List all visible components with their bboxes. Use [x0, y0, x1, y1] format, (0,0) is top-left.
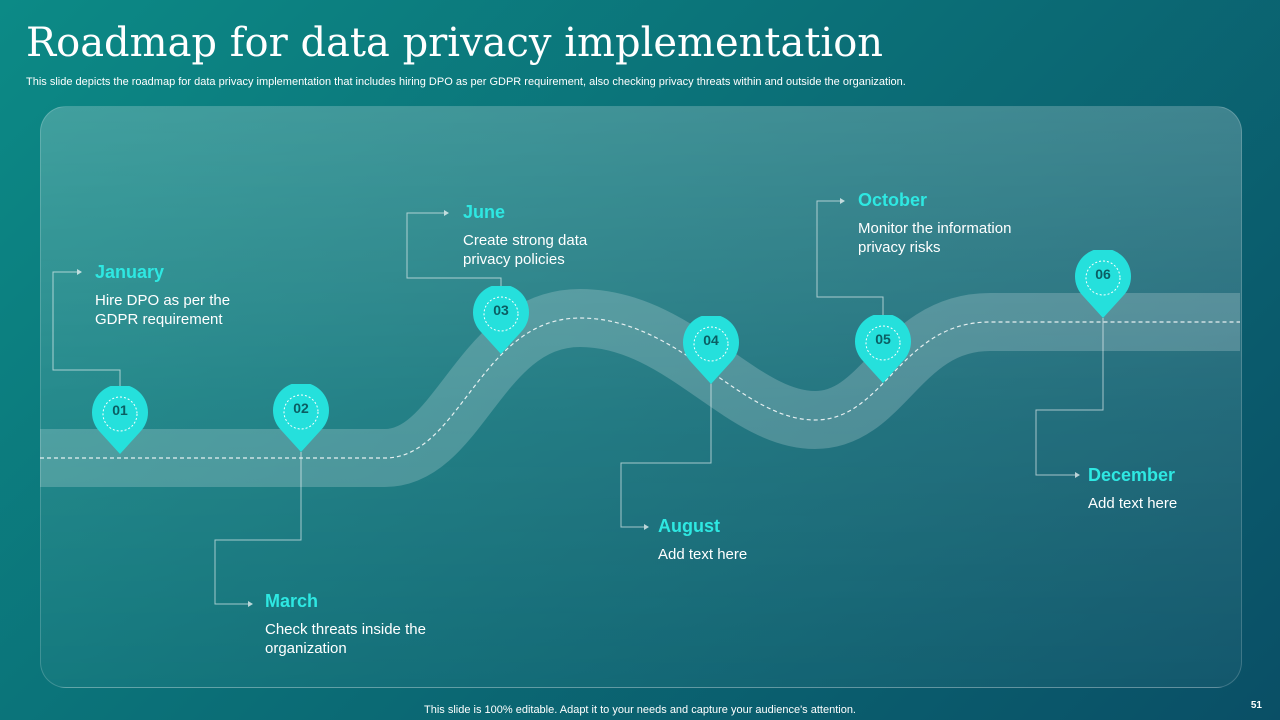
milestone-marker-02: 02 — [273, 384, 329, 454]
milestone-description: Check threats inside the organization — [265, 621, 426, 657]
roadmap-panel — [40, 106, 1242, 688]
connector-03 — [406, 212, 502, 298]
milestone-description: Hire DPO as per the GDPR requirement — [95, 292, 231, 328]
connector-05 — [816, 200, 884, 318]
road-center-line — [40, 317, 1240, 459]
milestone-description: Create strong data privacy policies — [463, 232, 588, 268]
milestone-number: 06 — [1095, 266, 1111, 282]
milestone-label-october: October Monitor the information privacy … — [858, 190, 1043, 257]
map-pin-icon — [1075, 250, 1131, 318]
milestone-month: August — [658, 516, 720, 536]
page-subtitle: This slide depicts the roadmap for data … — [26, 76, 906, 88]
milestone-month: January — [95, 262, 165, 282]
connector-arrow-06 — [1075, 472, 1080, 478]
milestone-number: 01 — [112, 402, 128, 418]
milestone-marker-05: 05 — [855, 315, 911, 385]
map-pin-icon — [473, 286, 529, 354]
milestone-marker-06: 06 — [1075, 250, 1131, 320]
connector-01 — [52, 271, 121, 388]
connector-arrow-01 — [77, 269, 82, 275]
milestone-label-june: June Create strong data privacy policies — [463, 202, 623, 269]
milestone-description: Monitor the information privacy risks — [858, 220, 1012, 256]
milestone-month: March — [265, 591, 319, 611]
road-band — [40, 288, 1240, 487]
map-pin-icon — [273, 384, 329, 452]
page-title: Roadmap for data privacy implementation — [26, 20, 884, 66]
milestone-marker-03: 03 — [473, 286, 529, 356]
connector-arrow-05 — [840, 198, 845, 204]
milestone-number: 03 — [493, 302, 509, 318]
milestone-marker-04: 04 — [683, 316, 739, 386]
milestone-description: Add text here — [658, 546, 748, 563]
page-number: 51 — [1250, 700, 1262, 711]
connector-04 — [620, 380, 712, 528]
milestone-number: 05 — [875, 331, 891, 347]
connector-06 — [1035, 318, 1104, 476]
milestone-number: 02 — [293, 400, 309, 416]
connector-02 — [214, 452, 302, 605]
map-pin-icon — [855, 315, 911, 383]
milestone-label-january: January Hire DPO as per the GDPR require… — [95, 262, 265, 329]
milestone-label-december: December Add text here — [1088, 465, 1228, 513]
milestone-month: October — [858, 190, 928, 210]
map-pin-icon — [683, 316, 739, 384]
milestone-month: December — [1088, 465, 1176, 485]
milestone-marker-01: 01 — [92, 386, 148, 456]
connector-arrow-03 — [444, 210, 449, 216]
milestone-number: 04 — [703, 332, 719, 348]
milestone-label-august: August Add text here — [658, 516, 828, 564]
connector-arrow-04 — [644, 524, 649, 530]
milestone-description: Add text here — [1088, 495, 1178, 512]
footer-note: This slide is 100% editable. Adapt it to… — [424, 704, 856, 716]
milestone-month: June — [463, 202, 506, 222]
connector-arrow-02 — [248, 601, 253, 607]
milestone-label-march: March Check threats inside the organizat… — [265, 591, 435, 658]
map-pin-icon — [92, 386, 148, 454]
